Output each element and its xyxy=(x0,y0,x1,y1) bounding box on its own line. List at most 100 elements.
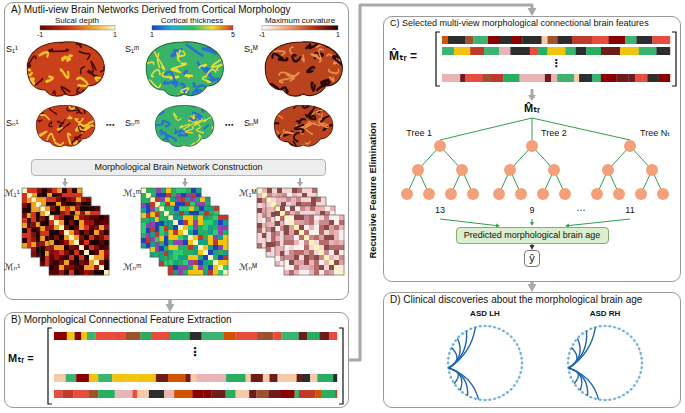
matrix-cell xyxy=(213,220,218,225)
matrix-cell xyxy=(150,247,155,252)
matrix-cell xyxy=(218,215,223,220)
matrix-cell xyxy=(339,245,344,250)
matrix-cell xyxy=(198,230,203,235)
matrix-cell xyxy=(22,223,27,228)
brain-sulcus xyxy=(67,146,77,149)
matrix-cell xyxy=(168,225,173,230)
matrix-cell xyxy=(294,245,299,250)
matrix-cell xyxy=(208,230,213,235)
matrix-cell xyxy=(300,206,305,211)
colorbar xyxy=(40,26,115,31)
matrix-cell xyxy=(94,225,99,230)
brain-sulcus xyxy=(261,52,266,57)
matrix-cell xyxy=(22,213,27,218)
matrix-cell xyxy=(141,218,146,223)
brain-sulcus xyxy=(59,123,64,127)
brain-sulcus xyxy=(48,50,68,52)
matrix-cell xyxy=(218,255,223,260)
matrix-cell xyxy=(89,245,94,250)
matrix-cell xyxy=(170,197,175,202)
brain-sulcus xyxy=(340,82,345,91)
matrix-cell xyxy=(31,232,36,237)
matrix-cell xyxy=(159,261,164,266)
matrix-cell xyxy=(196,188,201,193)
matrix-cell xyxy=(60,206,65,211)
brain-gyri xyxy=(262,100,336,150)
matrix-cell xyxy=(79,245,84,250)
matrix-cell xyxy=(54,225,59,230)
matrix-cell xyxy=(141,213,146,218)
matrix-cell xyxy=(159,221,164,226)
brain-sulcus xyxy=(193,143,205,148)
matrix-border xyxy=(168,215,228,275)
matrix-cell xyxy=(74,240,79,245)
brain-edge xyxy=(27,42,104,96)
matrix-cell xyxy=(324,215,329,220)
matrix-cell xyxy=(304,260,309,265)
matrix-cell xyxy=(223,225,228,230)
matrix-cell xyxy=(324,240,329,245)
brain-sulcus xyxy=(49,109,56,115)
matrix-cell xyxy=(94,265,99,270)
matrix-cell xyxy=(198,270,203,275)
brain-sulcus xyxy=(269,123,278,126)
brain-sulcus xyxy=(269,140,275,144)
matrix-cell xyxy=(294,230,299,235)
matrix-cell xyxy=(69,245,74,250)
brain-sulcus xyxy=(294,100,300,108)
brain-sulcus xyxy=(207,69,216,75)
matrix-cell xyxy=(36,197,41,202)
matrix-cell xyxy=(181,188,186,193)
matrix-cell xyxy=(81,197,86,202)
matrix-cell xyxy=(52,188,57,193)
brain-sulcus xyxy=(155,136,158,138)
brain-sulcus xyxy=(164,82,178,87)
matrix-cell xyxy=(173,260,178,265)
matrix-cell xyxy=(188,270,193,275)
brain-sulcus xyxy=(193,83,197,92)
brain-sulcus xyxy=(105,78,109,84)
brain-sulcus xyxy=(67,55,72,60)
matrix-cell xyxy=(74,255,79,260)
matrix-cell xyxy=(59,250,64,255)
flow-arrow-head xyxy=(62,182,68,187)
matrix-cell xyxy=(329,245,334,250)
matrix-cell xyxy=(299,245,304,250)
matrix-cell xyxy=(104,240,109,245)
matrix-cell xyxy=(213,235,218,240)
matrix-cell xyxy=(56,197,61,202)
matrix-cell xyxy=(286,197,291,202)
matrix-cell xyxy=(22,208,27,213)
matrix-cell xyxy=(168,260,173,265)
brain-sulcus xyxy=(299,119,302,123)
brain-sulcus xyxy=(96,39,105,44)
matrix-cell xyxy=(89,270,94,275)
matrix-cell xyxy=(99,270,104,275)
brain-sulcus xyxy=(42,98,51,103)
matrix-cell xyxy=(61,197,66,202)
brain-sulcus xyxy=(334,88,344,96)
matrix-cell xyxy=(304,250,309,255)
matrix-cell xyxy=(304,225,309,230)
brain-sulcus xyxy=(101,49,112,55)
matrix-cell xyxy=(168,245,173,250)
matrix-cell xyxy=(193,255,198,260)
matrix-cell xyxy=(31,252,36,257)
matrix-cell xyxy=(314,235,319,240)
matrix-cell xyxy=(22,228,27,233)
matrix-cell xyxy=(319,240,324,245)
matrix-cell xyxy=(257,188,262,193)
matrix-cell xyxy=(59,265,64,270)
flow-arrow-head xyxy=(297,182,303,187)
matrix-cell xyxy=(289,250,294,255)
matrix-cell xyxy=(208,215,213,220)
matrix-cell xyxy=(22,203,27,208)
brain-sulcus xyxy=(75,137,81,140)
matrix-cell xyxy=(150,232,155,237)
matrix-cell xyxy=(284,240,289,245)
matrix-cell xyxy=(339,220,344,225)
matrix-cell xyxy=(79,235,84,240)
matrix-cell xyxy=(31,212,36,217)
matrix-cell xyxy=(94,235,99,240)
matrix-cell xyxy=(339,255,344,260)
